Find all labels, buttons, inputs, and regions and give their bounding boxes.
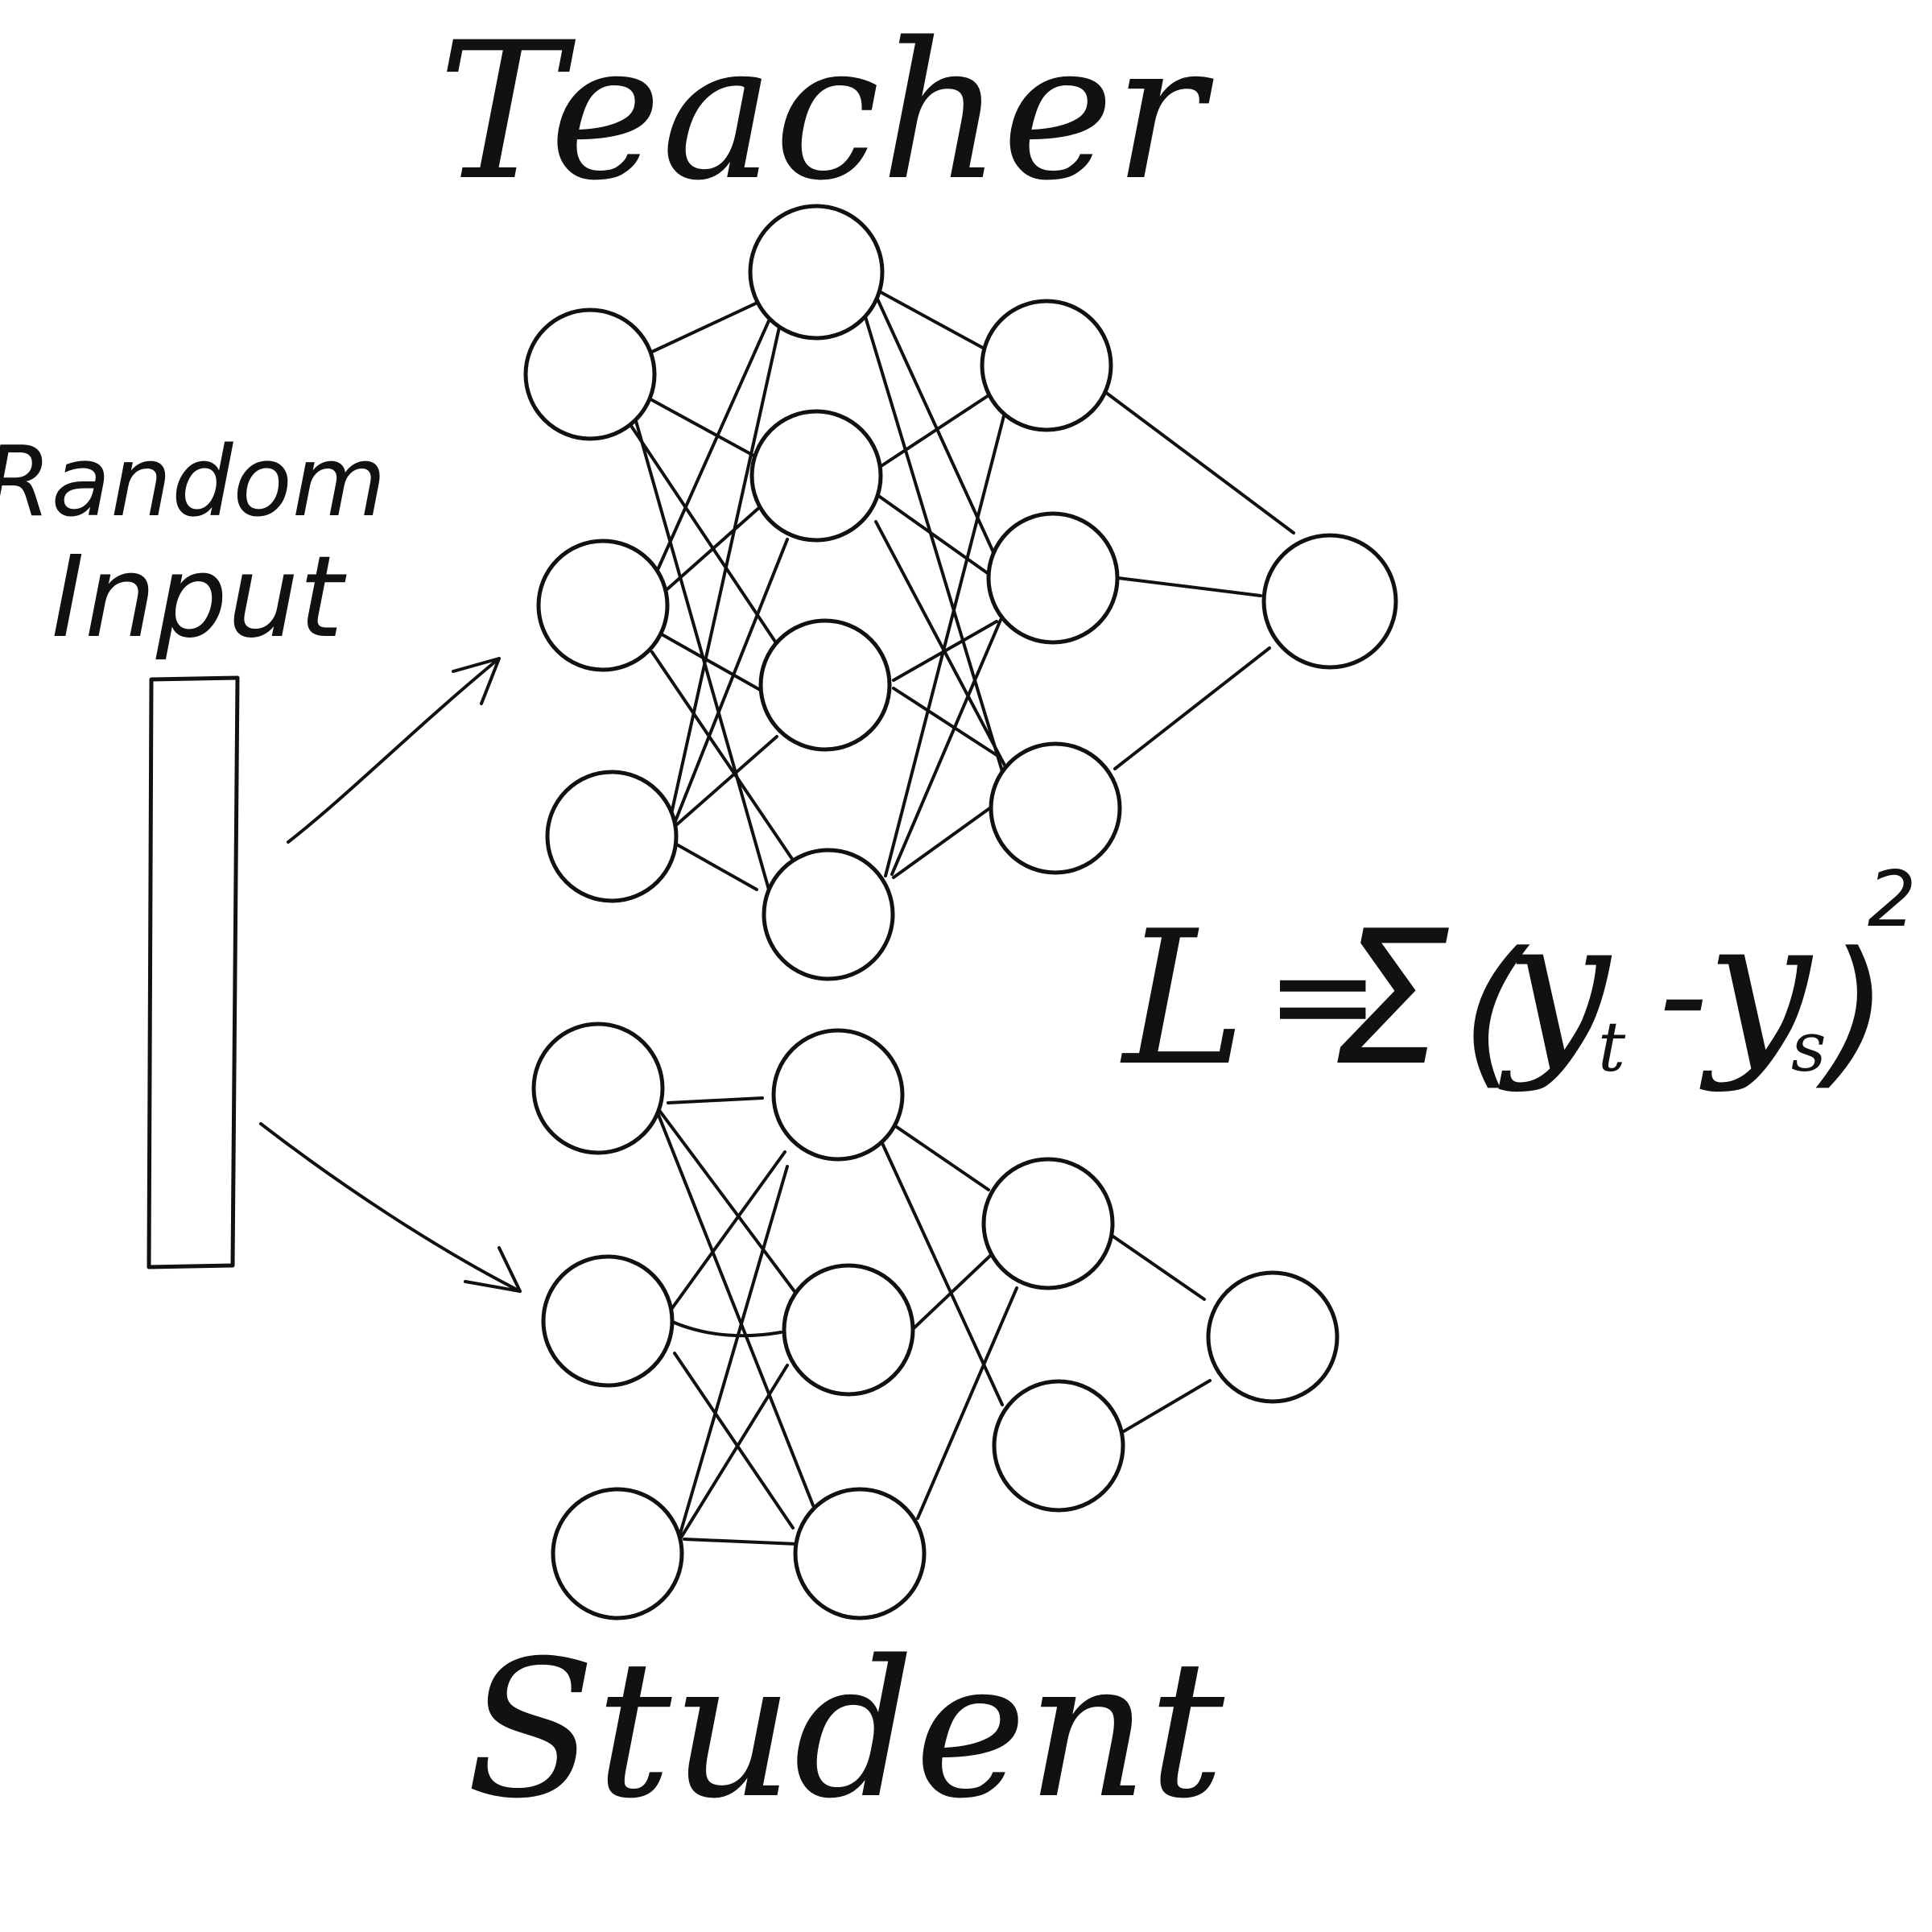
- teacher-node: [523, 308, 657, 441]
- teacher-title: Teacher: [438, 2, 1214, 222]
- loss-formula: L = Σ ( y t - y s ) 2: [1120, 856, 1916, 1107]
- student-nodes: [531, 1022, 1340, 1620]
- teacher-node: [758, 618, 892, 752]
- student-title: Student: [466, 1620, 1225, 1840]
- student-edges: [657, 1096, 1212, 1546]
- teacher-node: [536, 539, 670, 672]
- loss-equals: =: [1265, 916, 1380, 1075]
- random-input-label-line1: Random: [0, 427, 386, 539]
- student-node: [981, 1157, 1115, 1290]
- student-node: [771, 1028, 905, 1162]
- student-node: [541, 1254, 675, 1388]
- arrow-to-teacher: [287, 657, 501, 844]
- teacher-edges: [626, 272, 1295, 891]
- loss-sum-sign: Σ: [1332, 892, 1449, 1107]
- teacher-nodes: [523, 204, 1398, 981]
- loss-close-paren: ): [1815, 918, 1889, 1105]
- loss-L: L: [1120, 892, 1246, 1107]
- loss-y-student: y: [1699, 880, 1814, 1095]
- loss-t-subscript: t: [1598, 1008, 1626, 1088]
- teacher-node: [749, 409, 883, 543]
- student-node: [531, 1022, 665, 1155]
- teacher-network: [523, 204, 1398, 981]
- teacher-node: [989, 741, 1122, 875]
- loss-exponent: 2: [1868, 856, 1916, 944]
- loss-s-subscript: s: [1791, 1008, 1827, 1088]
- teacher-node: [762, 848, 895, 981]
- loss-y-teacher: y: [1498, 880, 1612, 1095]
- teacher-node: [748, 204, 885, 341]
- random-input-label-line2: Input: [52, 532, 348, 663]
- teacher-node: [980, 299, 1113, 432]
- student-output-node: [1206, 1270, 1340, 1404]
- student-network: [531, 1022, 1340, 1620]
- arrow-to-student: [259, 1122, 522, 1293]
- teacher-output-node: [1261, 533, 1398, 670]
- loss-open-paren: (: [1461, 918, 1530, 1105]
- student-node: [992, 1379, 1125, 1513]
- loss-minus: -: [1658, 916, 1707, 1075]
- teacher-node: [986, 511, 1120, 645]
- student-node: [551, 1487, 684, 1620]
- random-input-vector: [147, 675, 240, 1269]
- student-node: [782, 1263, 915, 1397]
- student-node: [793, 1487, 927, 1620]
- teacher-node: [545, 770, 679, 903]
